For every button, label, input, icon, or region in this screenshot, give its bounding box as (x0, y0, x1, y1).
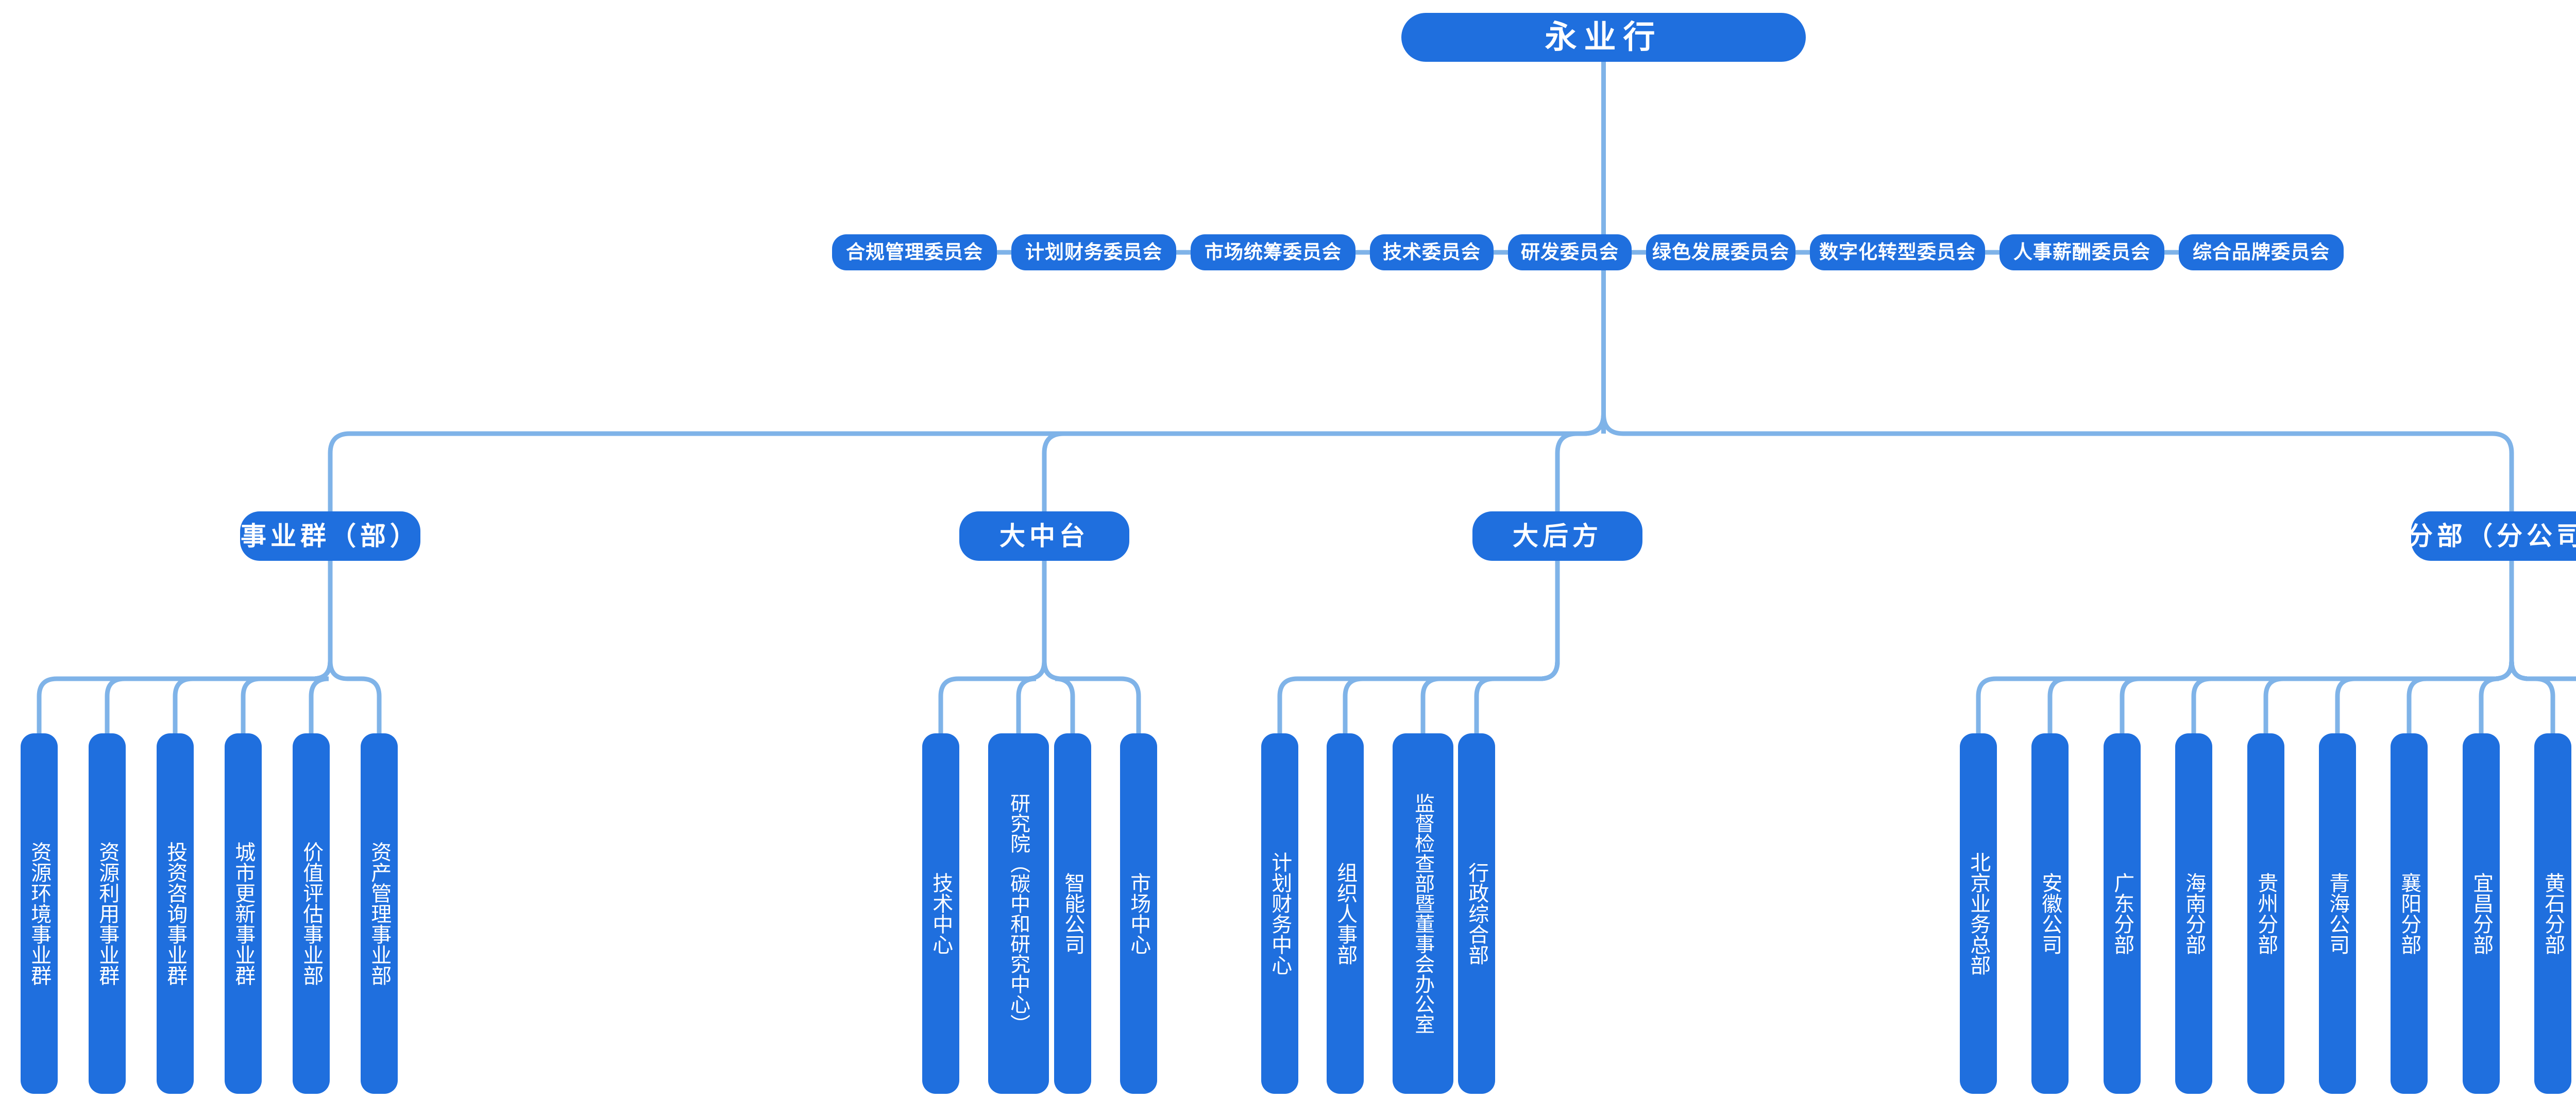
unit-node-2-4[interactable]: 市场中心 (1120, 733, 1157, 1094)
unit-label: 投资咨询事业群 (164, 841, 187, 986)
committee-node-9[interactable]: 综合品牌委员会 (2179, 234, 2344, 270)
unit-node-1-4[interactable]: 城市更新事业群 (225, 733, 262, 1094)
unit-label-secondary: 暨董事会办公室 (1412, 893, 1434, 1034)
committee-node-8[interactable]: 人事薪酬委员会 (1999, 234, 2164, 270)
division-node-4[interactable]: 分部（分公司） (2407, 511, 2576, 561)
unit-label: 安徽公司 (2039, 872, 2062, 955)
unit-node-1-3[interactable]: 投资咨询事业群 (157, 733, 194, 1094)
unit-node-2-3[interactable]: 智能公司 (1054, 733, 1091, 1094)
unit-label: 监督检查部 (1412, 793, 1434, 893)
committee-node-2[interactable]: 计划财务委员会 (1011, 234, 1176, 270)
unit-node-4-8[interactable]: 宜昌分部 (2463, 733, 2500, 1094)
committee-node-3[interactable]: 市场统筹委员会 (1191, 234, 1355, 270)
unit-label: 广东分部 (2111, 872, 2134, 955)
unit-node-1-5[interactable]: 价值评估事业部 (293, 733, 330, 1094)
unit-node-4-5[interactable]: 贵州分部 (2247, 733, 2284, 1094)
unit-label: 贵州分部 (2255, 872, 2278, 955)
unit-label: 城市更新事业群 (232, 841, 255, 986)
division-node-3[interactable]: 大后方 (1472, 511, 1642, 561)
unit-label: 价值评估事业部 (300, 841, 323, 986)
division-node-2[interactable]: 大中台 (959, 511, 1129, 561)
unit-label: 市场中心 (1127, 872, 1150, 955)
unit-node-1-6[interactable]: 资产管理事业部 (361, 733, 398, 1094)
unit-node-4-3[interactable]: 广东分部 (2104, 733, 2141, 1094)
unit-node-3-3[interactable]: 监督检查部暨董事会办公室 (1393, 733, 1453, 1094)
unit-label: 资产管理事业部 (368, 841, 391, 986)
committee-node-7[interactable]: 数字化转型委员会 (1810, 234, 1985, 270)
unit-label: 海南分部 (2182, 872, 2206, 955)
unit-label-secondary: （碳中和研究中心） (1007, 853, 1030, 1034)
division-node-1[interactable]: 事业群（部） (240, 511, 420, 561)
unit-label: 技术中心 (929, 872, 953, 955)
unit-node-1-2[interactable]: 资源利用事业群 (89, 733, 126, 1094)
unit-node-3-4[interactable]: 行政综合部 (1458, 733, 1495, 1094)
unit-label: 资源环境事业群 (28, 841, 51, 986)
unit-node-4-4[interactable]: 海南分部 (2175, 733, 2212, 1094)
unit-label: 资源利用事业群 (96, 841, 119, 986)
unit-node-3-2[interactable]: 组织人事部 (1327, 733, 1364, 1094)
unit-label: 行政综合部 (1465, 862, 1488, 965)
root-node[interactable]: 永业行 (1401, 13, 1806, 62)
unit-label: 宜昌分部 (2470, 872, 2493, 955)
unit-label: 智能公司 (1061, 872, 1084, 955)
unit-node-4-6[interactable]: 青海公司 (2319, 733, 2356, 1094)
unit-node-4-2[interactable]: 安徽公司 (2031, 733, 2069, 1094)
committee-node-1[interactable]: 合规管理委员会 (832, 234, 997, 270)
unit-node-1-1[interactable]: 资源环境事业群 (21, 733, 58, 1094)
unit-label: 青海公司 (2326, 872, 2349, 955)
unit-node-2-2[interactable]: 研究院（碳中和研究中心） (988, 733, 1049, 1094)
committee-node-4[interactable]: 技术委员会 (1370, 234, 1494, 270)
committee-node-6[interactable]: 绿色发展委员会 (1646, 234, 1795, 270)
unit-node-4-9[interactable]: 黄石分部 (2534, 733, 2571, 1094)
unit-label: 襄阳分部 (2398, 872, 2421, 955)
unit-node-4-1[interactable]: 北京业务总部 (1960, 733, 1997, 1094)
unit-label: 组织人事部 (1334, 862, 1357, 965)
unit-label: 北京业务总部 (1967, 852, 1990, 975)
unit-label: 研究院 (1007, 793, 1030, 853)
unit-node-3-1[interactable]: 计划财务中心 (1261, 733, 1298, 1094)
unit-node-4-7[interactable]: 襄阳分部 (2391, 733, 2428, 1094)
committee-node-5[interactable]: 研发委员会 (1508, 234, 1632, 270)
unit-node-2-1[interactable]: 技术中心 (922, 733, 959, 1094)
unit-label: 计划财务中心 (1268, 852, 1292, 975)
unit-label: 黄石分部 (2541, 872, 2565, 955)
